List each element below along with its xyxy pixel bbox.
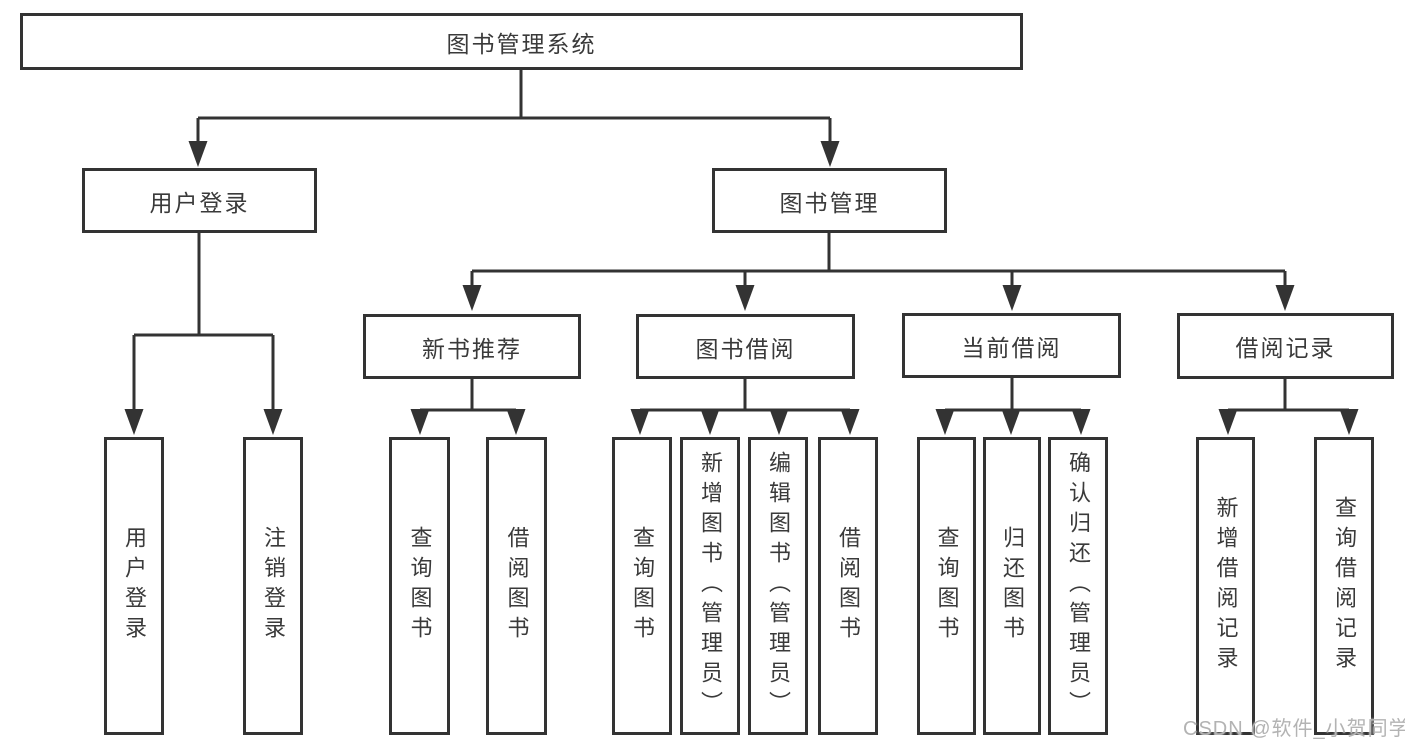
leaf-logout: 注销登录 <box>243 437 303 735</box>
leaf-add-book-admin: 新增图书（管理员） <box>680 437 740 735</box>
arrowhead-group <box>124 141 1359 435</box>
node-current-borrowing: 当前借阅 <box>902 313 1121 378</box>
node-new-book-recommend: 新书推荐 <box>363 314 581 379</box>
leaf-borrow-books-newbook: 借阅图书 <box>486 437 547 735</box>
leaf-query-books-current: 查询图书 <box>917 437 976 735</box>
leaf-query-books-newbook: 查询图书 <box>389 437 450 735</box>
node-borrowing-records: 借阅记录 <box>1177 313 1394 379</box>
leaf-query-borrow-record: 查询借阅记录 <box>1314 437 1374 735</box>
leaf-borrow-books: 借阅图书 <box>818 437 878 735</box>
leaf-user-login: 用户登录 <box>104 437 164 735</box>
leaf-return-book: 归还图书 <box>983 437 1041 735</box>
node-book-management: 图书管理 <box>712 168 947 233</box>
leaf-edit-book-admin: 编辑图书（管理员） <box>748 437 808 735</box>
node-library-system: 图书管理系统 <box>20 13 1023 70</box>
csdn-watermark: CSDN @软件_小贺同学 <box>1183 718 1405 740</box>
leaf-confirm-return-admin: 确认归还（管理员） <box>1048 437 1108 735</box>
leaf-add-borrow-record: 新增借阅记录 <box>1196 437 1255 735</box>
node-user-login: 用户登录 <box>82 168 317 233</box>
node-book-borrowing: 图书借阅 <box>636 314 855 379</box>
leaf-query-books-borrow: 查询图书 <box>612 437 672 735</box>
